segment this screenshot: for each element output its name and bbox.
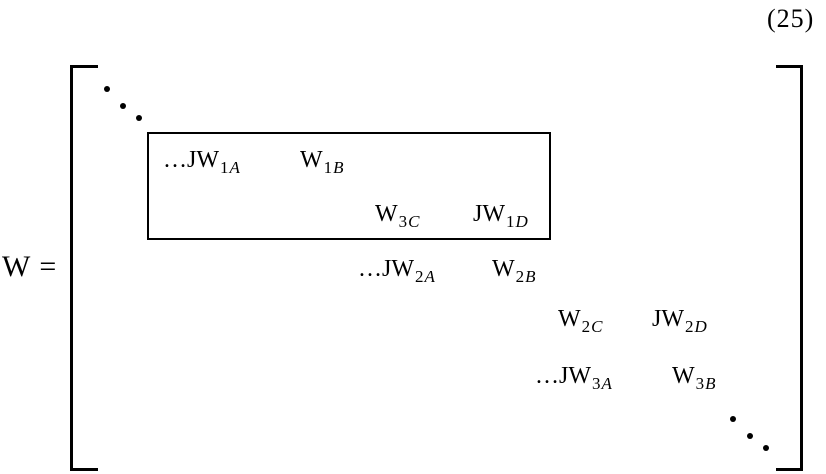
ellipsis-prefix: … xyxy=(535,363,559,389)
matrix-entry-w3c: W3C xyxy=(375,201,420,230)
entry-sub-letter: D xyxy=(694,317,707,336)
entry-sub-number: 2 xyxy=(515,267,525,286)
submatrix-highlight-box xyxy=(147,132,551,240)
entry-sub-number: 2 xyxy=(581,317,591,336)
matrix-entry-w2b: W2B xyxy=(492,256,536,285)
entry-subscript: 1D xyxy=(506,212,528,231)
entry-sub-number: 1 xyxy=(220,158,229,177)
matrix-entry-w3b: W3B xyxy=(672,363,716,392)
equals-sign: = xyxy=(39,250,57,283)
matrix-entry-jw1a: …JW1A xyxy=(163,147,240,176)
entry-subscript: 2C xyxy=(582,317,603,336)
entry-base: W xyxy=(672,363,695,389)
entry-base: JW xyxy=(652,306,684,332)
entry-subscript: 1B xyxy=(324,158,344,177)
entry-base: JW xyxy=(382,256,414,282)
entry-sub-letter: C xyxy=(591,317,603,336)
entry-subscript: 1A xyxy=(220,158,240,177)
entry-subscript: 2D xyxy=(685,317,707,336)
entry-sub-number: 3 xyxy=(592,374,601,393)
matrix-entry-jw1d: JW1D xyxy=(473,201,528,230)
entry-subscript: 2A xyxy=(415,267,435,286)
lhs-symbol: W xyxy=(2,250,31,283)
entry-sub-letter: B xyxy=(525,267,536,286)
entry-sub-letter: D xyxy=(515,212,528,231)
entry-subscript: 2B xyxy=(516,267,536,286)
entry-subscript: 3B xyxy=(696,374,716,393)
equation-number: (25) xyxy=(767,4,815,33)
entry-subscript: 3C xyxy=(399,212,420,231)
entry-base: W xyxy=(558,306,581,332)
matrix-entry-w1b: W1B xyxy=(300,147,344,176)
entry-base: JW xyxy=(473,201,505,227)
entry-sub-number: 3 xyxy=(398,212,408,231)
equation-lhs: W= xyxy=(2,252,56,282)
matrix-entry-jw3a: …JW3A xyxy=(535,363,612,392)
entry-sub-letter: A xyxy=(229,158,240,177)
ellipsis-prefix: … xyxy=(163,147,187,173)
diagonal-dot xyxy=(730,416,736,422)
matrix-entry-jw2a: …JW2A xyxy=(358,256,435,285)
diagonal-dot xyxy=(763,445,769,451)
diagonal-dot xyxy=(747,433,753,439)
entry-base: W xyxy=(375,201,398,227)
entry-sub-number: 3 xyxy=(695,374,705,393)
entry-base: W xyxy=(300,147,323,173)
entry-base: W xyxy=(492,256,515,282)
entry-sub-number: 1 xyxy=(323,158,333,177)
entry-sub-number: 2 xyxy=(685,317,694,336)
matrix-entry-w2c: W2C xyxy=(558,306,603,335)
ellipsis-prefix: … xyxy=(358,256,382,282)
matrix-right-bracket xyxy=(776,65,803,471)
matrix-entry-jw2d: JW2D xyxy=(652,306,707,335)
entry-sub-number: 2 xyxy=(415,267,424,286)
entry-sub-number: 1 xyxy=(506,212,515,231)
entry-base: JW xyxy=(559,363,591,389)
diagonal-dot xyxy=(120,103,126,109)
entry-base: JW xyxy=(187,147,219,173)
entry-sub-letter: A xyxy=(424,267,435,286)
entry-sub-letter: B xyxy=(705,374,716,393)
entry-sub-letter: B xyxy=(333,158,344,177)
diagonal-dot xyxy=(104,86,110,92)
entry-subscript: 3A xyxy=(592,374,612,393)
entry-sub-letter: C xyxy=(408,212,420,231)
matrix-left-bracket xyxy=(70,65,98,471)
diagonal-dot xyxy=(136,115,142,121)
entry-sub-letter: A xyxy=(601,374,612,393)
